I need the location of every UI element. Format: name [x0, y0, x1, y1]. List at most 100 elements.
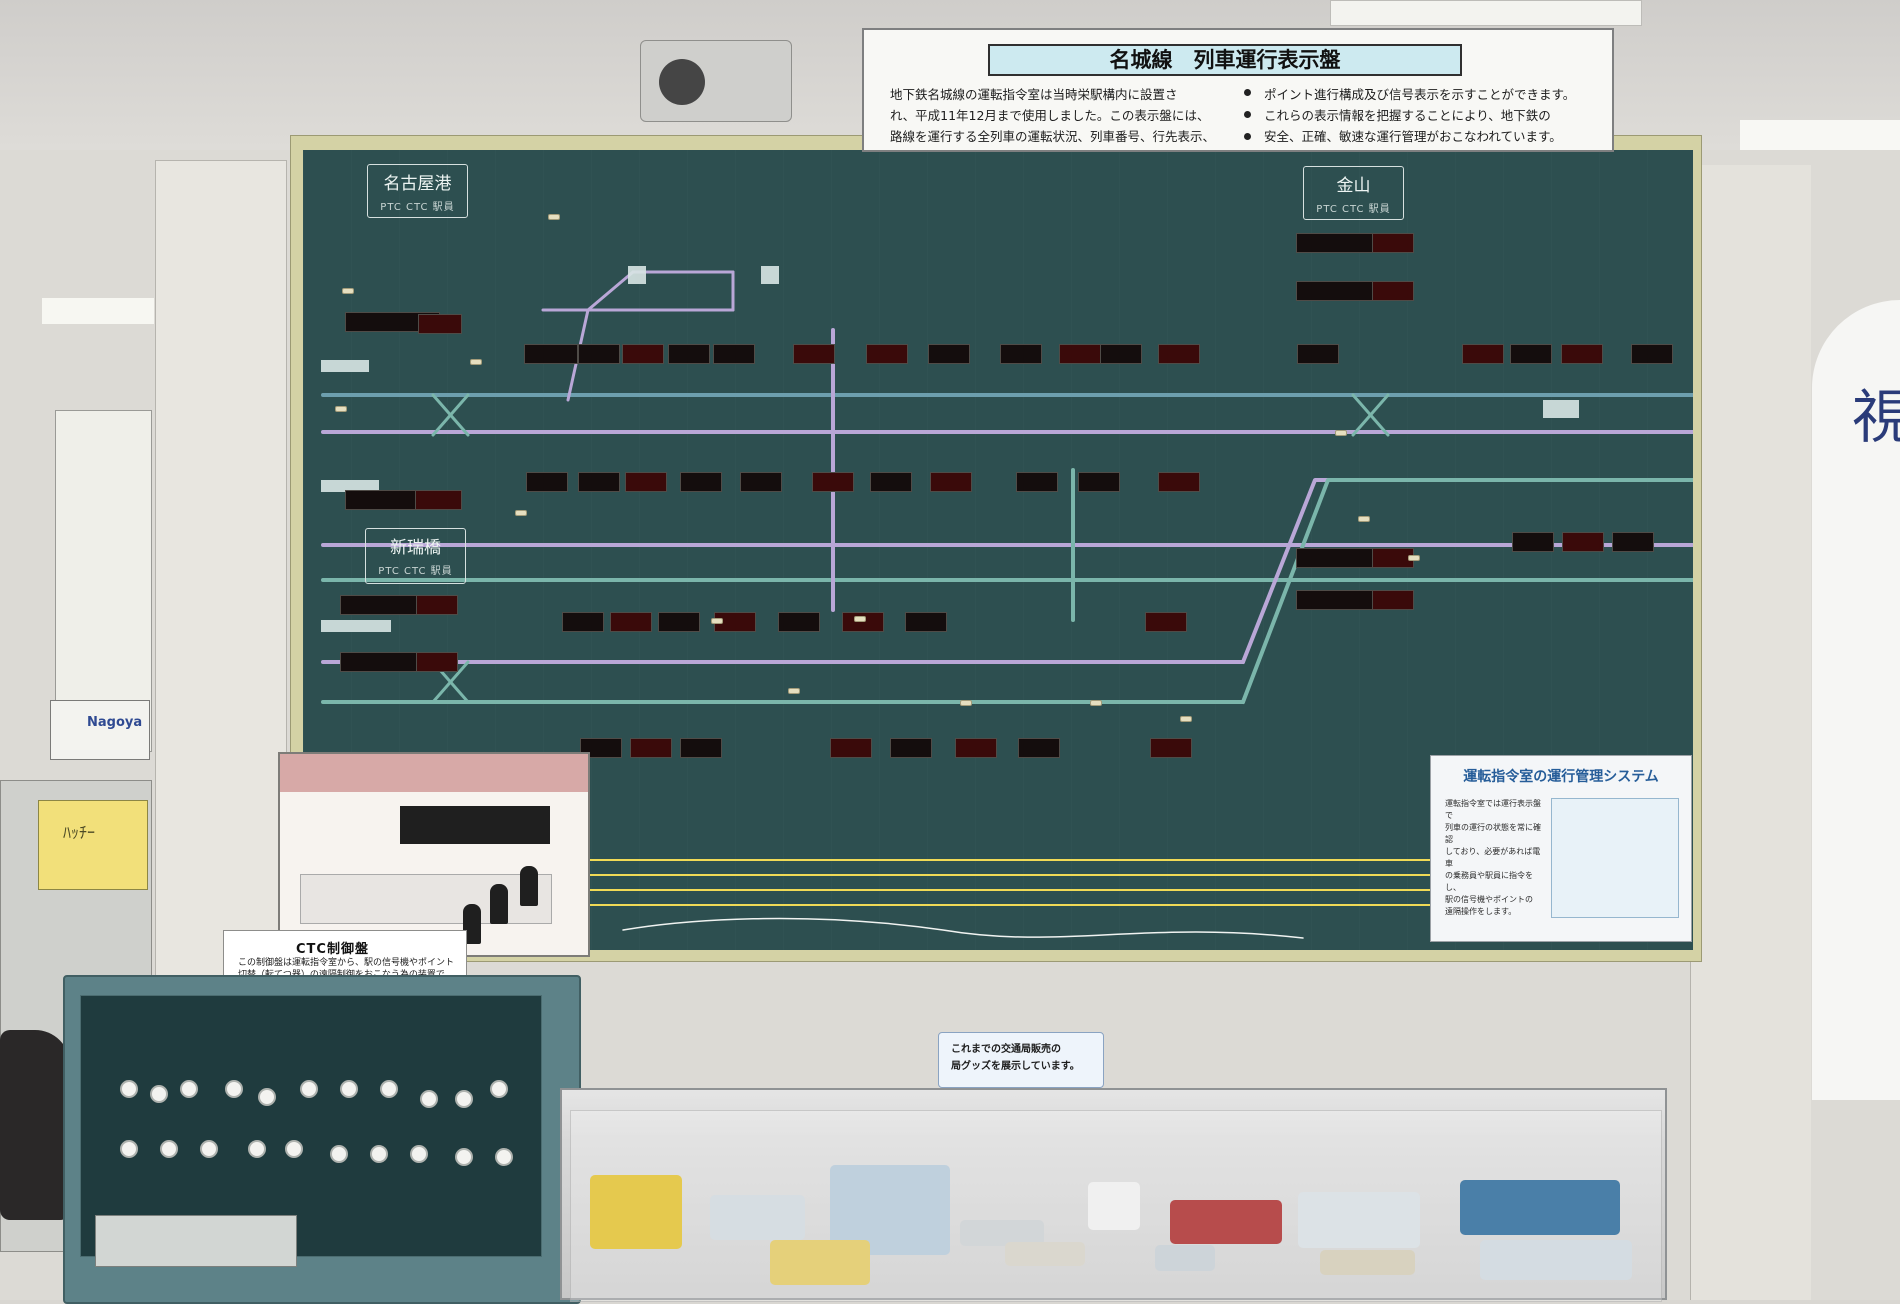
- left-poster: [55, 410, 152, 752]
- display-panel-63: [1612, 532, 1654, 552]
- ctc-knob-18[interactable]: [370, 1145, 388, 1163]
- yellow-plush: [590, 1175, 682, 1249]
- ctc-knob-6[interactable]: [300, 1080, 318, 1098]
- paper-note-5: [515, 510, 527, 516]
- display-panel-26: [740, 472, 782, 492]
- display-panel-9: [866, 344, 908, 364]
- ctc-knob-5[interactable]: [258, 1088, 276, 1106]
- ctc-knob-1[interactable]: [120, 1080, 138, 1098]
- ctc-knob-4[interactable]: [225, 1080, 243, 1098]
- photo-desk: [300, 874, 552, 924]
- display-panel-29: [930, 472, 972, 492]
- counter-sign-line-1: これまでの交通局販売の: [951, 1044, 1061, 1055]
- display-panel-41: [905, 612, 947, 632]
- display-panel-27: [812, 472, 854, 492]
- display-panel-39: [778, 612, 820, 632]
- display-panel-32: [1158, 472, 1200, 492]
- station-nagoyako: 名古屋港 PTC CTC 駅員: [367, 164, 468, 218]
- ctc-knob-11[interactable]: [490, 1080, 508, 1098]
- display-panel-48: [830, 738, 872, 758]
- model-bus-box: [1460, 1180, 1620, 1235]
- mug: [1088, 1182, 1140, 1230]
- paper-note-7: [854, 616, 866, 622]
- display-panel-61: [1512, 532, 1554, 552]
- ctc-title: CTC制御盤: [296, 942, 369, 957]
- display-panel-11: [1000, 344, 1042, 364]
- camera-lens: [659, 59, 705, 105]
- paper-note-8: [788, 688, 800, 694]
- paper-note-6: [711, 618, 723, 624]
- display-panel-60: [1372, 590, 1414, 610]
- model-car-3: [1320, 1250, 1415, 1275]
- ctc-knob-15[interactable]: [248, 1140, 266, 1158]
- display-panel-46: [630, 738, 672, 758]
- photo-person-2: [490, 884, 508, 924]
- operations-management-panel: 運転指令室の運行管理システム 運転指令室では運行表示盤で 列車の運行の状態を常に…: [1430, 755, 1692, 942]
- station-nagoyako-name: 名古屋港: [383, 174, 452, 194]
- display-panel-51: [1018, 738, 1060, 758]
- sign-dot-2: [1244, 111, 1251, 118]
- ctc-knob-3[interactable]: [180, 1080, 198, 1098]
- display-panel-14: [1158, 344, 1200, 364]
- explain-line-5: 駅の信号機やポイントの: [1445, 895, 1533, 904]
- display-panel-42: [1145, 612, 1187, 632]
- security-camera: [640, 40, 792, 122]
- display-panel-56: [1372, 281, 1414, 301]
- right-wall: [1690, 165, 1811, 1300]
- display-panel-18: [1561, 344, 1603, 364]
- sign-right-line-2: これらの表示情報を把握することにより、地下鉄の: [1264, 108, 1551, 123]
- display-panel-5: [622, 344, 664, 364]
- explain-line-3: しており、必要があれば電車: [1445, 847, 1541, 868]
- display-panel-44: [416, 652, 458, 672]
- ctc-knob-9[interactable]: [420, 1090, 438, 1108]
- ctc-knob-13[interactable]: [160, 1140, 178, 1158]
- display-panel-45: [580, 738, 622, 758]
- station-kanayama-sub: PTC CTC 駅員: [1316, 204, 1391, 215]
- sign-separator-dots: [1244, 84, 1254, 146]
- display-panel-49: [890, 738, 932, 758]
- ctc-knob-7[interactable]: [340, 1080, 358, 1098]
- ceiling-light-left: [42, 298, 154, 324]
- ctc-knob-12[interactable]: [120, 1140, 138, 1158]
- ctc-knob-17[interactable]: [330, 1145, 348, 1163]
- yellow-goods: [770, 1240, 870, 1285]
- sign-dot-1: [1244, 89, 1251, 96]
- right-poster: 視: [1812, 300, 1900, 1100]
- display-panel-47: [680, 738, 722, 758]
- model-bus-3: [1298, 1192, 1420, 1248]
- operations-management-title: 運転指令室の運行管理システム: [1463, 769, 1659, 785]
- sign-right-line-1: ポイント進行構成及び信号表示を示すことができます。: [1264, 87, 1576, 102]
- explain-line-6: 遠隔操作をします。: [1445, 907, 1517, 916]
- ctc-knob-8[interactable]: [380, 1080, 398, 1098]
- station-shinmizuho-sub: PTC CTC 駅員: [378, 566, 453, 577]
- ctc-knob-21[interactable]: [495, 1148, 513, 1166]
- display-panel-31: [1078, 472, 1120, 492]
- display-panel-12: [1059, 344, 1101, 364]
- sign-right-line-3: 安全、正確、敏速な運行管理がおこなわれています。: [1264, 129, 1562, 144]
- display-panel-36: [610, 612, 652, 632]
- display-panel-22: [526, 472, 568, 492]
- display-panel-7: [713, 344, 755, 364]
- display-panel-10: [928, 344, 970, 364]
- display-panel-30: [1016, 472, 1058, 492]
- yellow-brochure-sign: ﾊｯﾁｰ: [38, 800, 148, 890]
- model-car-2: [1155, 1245, 1215, 1271]
- display-panel-2: [418, 314, 462, 334]
- ctc-knob-10[interactable]: [455, 1090, 473, 1108]
- counter-sign-text: これまでの交通局販売の 局グッズを展示しています。: [951, 1041, 1101, 1075]
- model-bus-2: [960, 1220, 1044, 1246]
- ctc-text-line-1: この制御盤は運転指令室から、駅の信号機やポイント: [238, 958, 455, 968]
- counter-sign-line-2: 局グッズを展示しています。: [951, 1061, 1080, 1072]
- sign-left-line-1: 地下鉄名城線の運転指令室は当時栄駅構内に設置さ: [890, 87, 1178, 102]
- ctc-knob-14[interactable]: [200, 1140, 218, 1158]
- ctc-knob-2[interactable]: [150, 1085, 168, 1103]
- paper-note-1: [548, 214, 560, 220]
- display-panel-62: [1562, 532, 1604, 552]
- paper-note-14: [1408, 555, 1420, 561]
- display-panel-6: [668, 344, 710, 364]
- ctc-knob-16[interactable]: [285, 1140, 303, 1158]
- photo-ceiling: [280, 754, 588, 792]
- ctc-knob-19[interactable]: [410, 1145, 428, 1163]
- ctc-knob-20[interactable]: [455, 1148, 473, 1166]
- control-room-photo: [278, 752, 590, 957]
